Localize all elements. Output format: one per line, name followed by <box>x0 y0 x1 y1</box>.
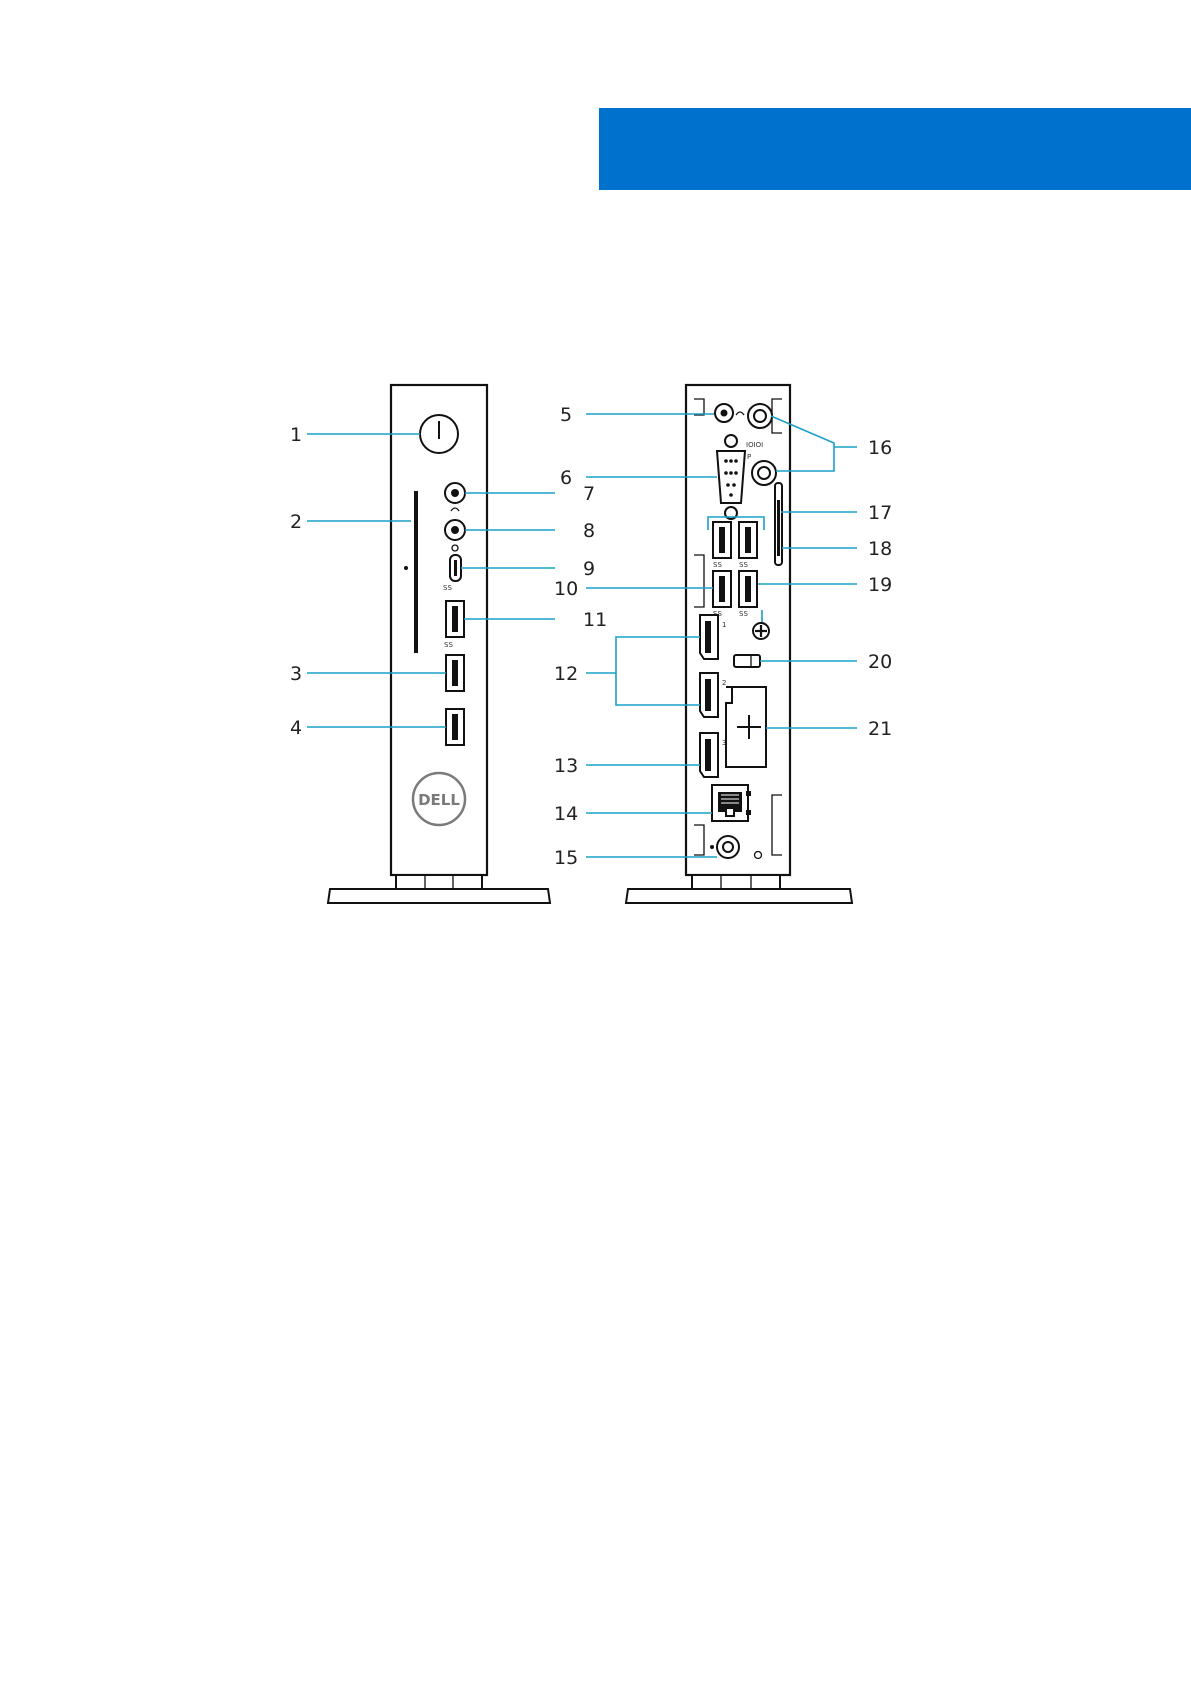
displayport-1-icon: 1 <box>699 614 726 660</box>
front-chassis <box>389 383 489 877</box>
svg-text:SS: SS <box>443 584 452 592</box>
back-stand-base <box>624 888 854 904</box>
network-port-icon <box>711 784 751 822</box>
chapter-banner <box>599 108 1191 190</box>
front-view: SS SS DELL 1 2 3 <box>290 383 607 904</box>
front-stand-neck <box>395 874 483 890</box>
line-in-jack-icon <box>714 403 745 423</box>
svg-text:P: P <box>747 453 751 461</box>
sd-card-slot <box>414 491 418 653</box>
power-connector-icon <box>710 835 763 860</box>
cable-clip-icon <box>733 654 761 668</box>
serial-port-icon: IOIOI P <box>715 434 763 520</box>
rear-usb3-port-icon <box>712 521 758 559</box>
svg-text:IOIOI: IOIOI <box>746 441 763 449</box>
callout-8: 8 <box>583 520 595 542</box>
screw-icon <box>752 622 770 640</box>
usb2-powershare-port-icon <box>445 708 465 746</box>
callout-4: 4 <box>290 717 302 739</box>
callout-5: 5 <box>560 404 572 426</box>
dell-logo: DELL <box>411 771 467 827</box>
expansion-slot-cover <box>725 686 767 768</box>
front-stand-base <box>326 888 552 904</box>
callout-3: 3 <box>290 663 302 685</box>
callout-16: 16 <box>868 437 892 459</box>
callout-6: 6 <box>560 467 572 489</box>
svg-text:SS: SS <box>713 561 722 569</box>
callout-17: 17 <box>868 502 892 524</box>
system-views-diagram: SS SS DELL 1 2 3 <box>290 383 892 904</box>
power-button-icon <box>419 414 459 454</box>
usb2-port-icon <box>445 654 465 692</box>
callout-14: 14 <box>554 803 578 825</box>
back-view: IOIOI P SS SS SS SS <box>554 383 892 904</box>
callout-9: 9 <box>583 558 595 580</box>
rear-usb3-smart-power-port-icon <box>712 570 758 608</box>
callout-10: 10 <box>554 578 578 600</box>
svg-text:SS: SS <box>444 641 453 649</box>
svg-text:3: 3 <box>722 739 726 747</box>
callout-15: 15 <box>554 847 578 869</box>
svg-text:1: 1 <box>722 621 726 629</box>
callout-7: 7 <box>583 483 595 505</box>
callout-19: 19 <box>868 574 892 596</box>
callout-20: 20 <box>868 651 892 673</box>
svg-text:SS: SS <box>739 561 748 569</box>
usb3-port-icon: SS <box>444 600 465 649</box>
callout-12: 12 <box>554 663 578 685</box>
callout-2: 2 <box>290 511 302 533</box>
svg-text:SS: SS <box>739 610 748 618</box>
svg-text:DELL: DELL <box>418 791 460 809</box>
back-stand-neck <box>691 874 781 890</box>
antenna-connector-icon <box>747 403 777 486</box>
svg-text:2: 2 <box>722 679 726 687</box>
callout-18: 18 <box>868 538 892 560</box>
callout-1: 1 <box>290 424 302 446</box>
callout-13: 13 <box>554 755 578 777</box>
callout-11: 11 <box>583 609 607 631</box>
callout-21: 21 <box>868 718 892 740</box>
